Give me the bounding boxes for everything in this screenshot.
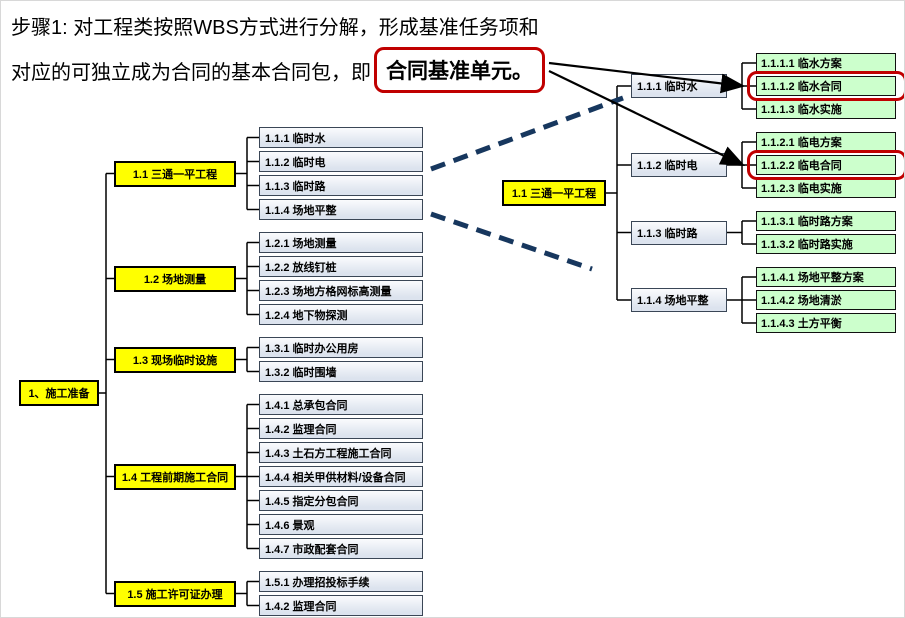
left-node-1.1.1: 1.1.1 临时水 bbox=[259, 127, 423, 148]
right-node-1.1.2.2: 1.1.2.2 临电合同 bbox=[756, 155, 896, 175]
left-node-1.4.4: 1.4.4 相关甲供材料/设备合同 bbox=[259, 466, 423, 487]
right-node-1.1: 1.1 三通一平工程 bbox=[502, 180, 606, 206]
left-node-1.4.7: 1.4.7 市政配套合同 bbox=[259, 538, 423, 559]
left-node-1.4.5: 1.4.5 指定分包合同 bbox=[259, 490, 423, 511]
right-node-1.1.3.2: 1.1.3.2 临时路实施 bbox=[756, 234, 896, 254]
left-node-1.2.4: 1.2.4 地下物探测 bbox=[259, 304, 423, 325]
title-line-2-text: 对应的可独立成为合同的基本合同包，即 bbox=[11, 61, 371, 84]
left-node-1.4.6: 1.4.6 景观 bbox=[259, 514, 423, 535]
left-node-1.4.1: 1.4.1 总承包合同 bbox=[259, 394, 423, 415]
left-node-1.4.2: 1.4.2 监理合同 bbox=[259, 595, 423, 616]
left-node-1.4: 1.4 工程前期施工合同 bbox=[114, 463, 236, 490]
left-node-1.1.4: 1.1.4 场地平整 bbox=[259, 199, 423, 220]
right-node-1.1.2: 1.1.2 临时电 bbox=[631, 153, 727, 177]
right-node-1.1.3.1: 1.1.3.1 临时路方案 bbox=[756, 211, 896, 231]
right-node-1.1.1.2: 1.1.1.2 临水合同 bbox=[756, 76, 896, 96]
zoom-dashed-line bbox=[430, 211, 593, 272]
zoom-dashed-line bbox=[430, 95, 624, 172]
title-line-1: 步骤1: 对工程类按照WBS方式进行分解，形成基准任务项和 bbox=[11, 17, 539, 39]
left-node-1.4.2: 1.4.2 监理合同 bbox=[259, 418, 423, 439]
right-node-1.1.2.1: 1.1.2.1 临电方案 bbox=[756, 132, 896, 152]
left-node-1.2: 1.2 场地测量 bbox=[114, 265, 236, 292]
right-node-1.1.2.3: 1.1.2.3 临电实施 bbox=[756, 178, 896, 198]
left-node-1: 1、施工准备 bbox=[19, 380, 99, 406]
left-node-1.2.1: 1.2.1 场地测量 bbox=[259, 232, 423, 253]
left-node-1.3.1: 1.3.1 临时办公用房 bbox=[259, 337, 423, 358]
left-node-1.3: 1.3 现场临时设施 bbox=[114, 346, 236, 373]
left-node-1.1: 1.1 三通一平工程 bbox=[114, 160, 236, 187]
left-node-1.3.2: 1.3.2 临时围墙 bbox=[259, 361, 423, 382]
title-line-2: 对应的可独立成为合同的基本合同包，即 合同基准单元。 bbox=[11, 47, 545, 93]
right-node-1.1.4.1: 1.1.4.1 场地平整方案 bbox=[756, 267, 896, 287]
right-node-1.1.3: 1.1.3 临时路 bbox=[631, 220, 727, 245]
left-node-1.5.1: 1.5.1 办理招投标手续 bbox=[259, 571, 423, 592]
left-node-1.4.3: 1.4.3 土石方工程施工合同 bbox=[259, 442, 423, 463]
right-node-1.1.1: 1.1.1 临时水 bbox=[631, 74, 727, 98]
left-node-1.5: 1.5 施工许可证办理 bbox=[114, 580, 236, 607]
right-node-1.1.4.3: 1.1.4.3 土方平衡 bbox=[756, 313, 896, 333]
right-node-1.1.1.1: 1.1.1.1 临水方案 bbox=[756, 53, 896, 73]
right-node-1.1.4: 1.1.4 场地平整 bbox=[631, 288, 727, 312]
contract-base-unit-callout: 合同基准单元。 bbox=[374, 47, 545, 93]
right-node-1.1.1.3: 1.1.1.3 临水实施 bbox=[756, 99, 896, 119]
left-node-1.2.2: 1.2.2 放线钉桩 bbox=[259, 256, 423, 277]
left-node-1.1.3: 1.1.3 临时路 bbox=[259, 175, 423, 196]
right-node-1.1.4.2: 1.1.4.2 场地清淤 bbox=[756, 290, 896, 310]
left-node-1.2.3: 1.2.3 场地方格网标高测量 bbox=[259, 280, 423, 301]
left-node-1.1.2: 1.1.2 临时电 bbox=[259, 151, 423, 172]
